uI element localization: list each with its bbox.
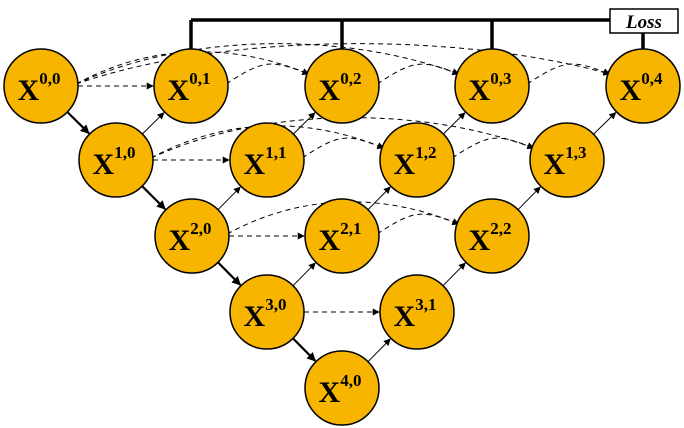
upsample-1-0-to-0-1 bbox=[141, 112, 165, 135]
node-circle bbox=[379, 122, 455, 198]
skip-curved-2-1-to-2-2 bbox=[376, 213, 460, 235]
downsample-2-0-to-3-0 bbox=[217, 261, 242, 286]
node-circle bbox=[454, 48, 530, 124]
upsample-4-0-to-3-1 bbox=[367, 338, 391, 363]
edges bbox=[66, 43, 617, 363]
node-label: X0,2 bbox=[319, 69, 362, 107]
node-circle bbox=[529, 122, 605, 198]
downsample-1-0-to-2-0 bbox=[141, 185, 166, 210]
node-1-2: X1,2 bbox=[379, 122, 455, 198]
upsample-1-1-to-0-2 bbox=[292, 112, 316, 135]
node-circle bbox=[304, 350, 380, 426]
node-2-2: X2,2 bbox=[454, 198, 530, 274]
node-circle bbox=[379, 274, 455, 350]
node-label: X2,2 bbox=[469, 219, 512, 257]
node-label: X0,3 bbox=[469, 69, 512, 107]
node-1-1: X1,1 bbox=[229, 122, 305, 198]
node-4-0: X4,0 bbox=[304, 350, 380, 426]
node-circle bbox=[229, 122, 305, 198]
downsample-3-0-to-4-0 bbox=[292, 337, 317, 362]
node-1-3: X1,3 bbox=[529, 122, 605, 198]
node-2-1: X2,1 bbox=[304, 198, 380, 274]
downsample-0-0-to-1-0 bbox=[66, 111, 90, 135]
node-label: X3,1 bbox=[394, 295, 437, 333]
upsample-2-0-to-1-1 bbox=[217, 186, 241, 211]
node-0-3: X0,3 bbox=[454, 48, 530, 124]
upsample-1-3-to-0-4 bbox=[593, 112, 617, 135]
node-circle bbox=[154, 198, 230, 274]
upsample-1-2-to-0-3 bbox=[442, 112, 466, 135]
upsample-2-1-to-1-2 bbox=[367, 186, 391, 211]
node-circle bbox=[78, 122, 154, 198]
loss-box-group: Loss bbox=[609, 8, 679, 34]
node-label: X2,1 bbox=[319, 219, 362, 257]
node-label: X1,0 bbox=[93, 143, 136, 181]
node-circle bbox=[304, 198, 380, 274]
node-label: X2,0 bbox=[169, 219, 212, 257]
node-label: X1,1 bbox=[244, 143, 287, 181]
node-2-0: X2,0 bbox=[154, 198, 230, 274]
loss-connections bbox=[189, 18, 645, 49]
loss-label: Loss bbox=[625, 12, 662, 33]
node-label: X0,4 bbox=[620, 69, 663, 107]
node-label: X0,1 bbox=[168, 69, 211, 107]
node-0-4: X0,4 bbox=[605, 48, 681, 124]
node-circle bbox=[229, 274, 305, 350]
nodes: X0,0 X0,1 X0,2 X0,3 X0,4X1,0 X1,1 X1,2 X1,3X2,0… bbox=[3, 48, 681, 426]
node-3-1: X3,1 bbox=[379, 274, 455, 350]
node-label: X1,3 bbox=[544, 143, 587, 181]
node-circle bbox=[304, 48, 380, 124]
node-circle bbox=[454, 198, 530, 274]
node-label: X3,0 bbox=[244, 295, 287, 333]
skip-curved-0-2-to-0-3 bbox=[376, 63, 460, 85]
node-circle bbox=[605, 48, 681, 124]
node-label: X4,0 bbox=[319, 371, 362, 409]
node-1-0: X1,0 bbox=[78, 122, 154, 198]
node-0-1: X0,1 bbox=[153, 48, 229, 124]
node-circle bbox=[3, 48, 79, 124]
loss-box bbox=[609, 8, 679, 34]
upsample-2-2-to-1-3 bbox=[517, 186, 541, 211]
skip-curved-1-1-to-1-2 bbox=[301, 137, 385, 159]
upsample-3-1-to-2-2 bbox=[442, 262, 466, 287]
skip-curved-0-0-to-0-4 bbox=[75, 43, 611, 85]
node-0-2: X0,2 bbox=[304, 48, 380, 124]
node-label: X0,0 bbox=[18, 69, 61, 107]
node-0-0: X0,0 bbox=[3, 48, 79, 124]
skip-curved-1-2-to-1-3 bbox=[451, 137, 535, 159]
skip-curved-0-1-to-0-2 bbox=[225, 63, 310, 85]
upsample-3-0-to-2-1 bbox=[292, 262, 316, 287]
skip-curved-0-3-to-0-4 bbox=[526, 63, 611, 85]
node-label: X1,2 bbox=[394, 143, 437, 181]
node-3-0: X3,0 bbox=[229, 274, 305, 350]
node-circle bbox=[153, 48, 229, 124]
